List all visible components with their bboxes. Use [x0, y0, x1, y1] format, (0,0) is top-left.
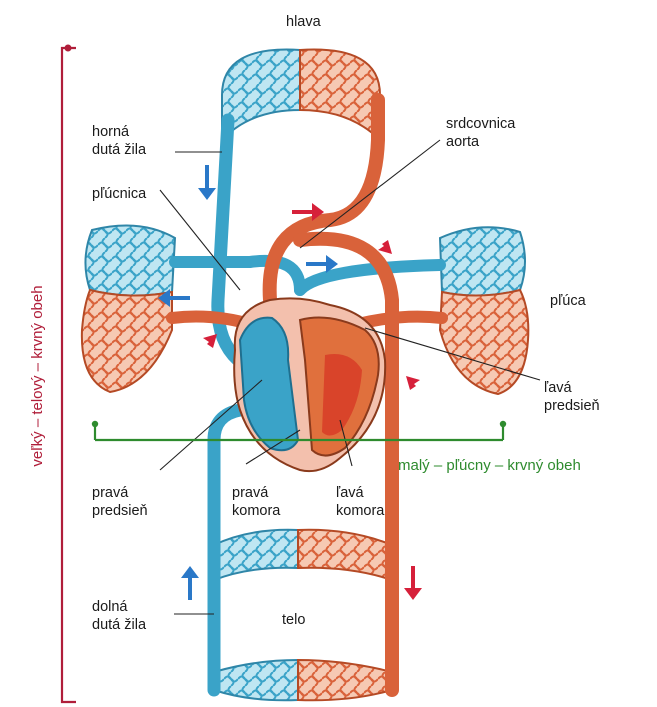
- left-lung: [82, 226, 175, 393]
- label-head: hlava: [286, 14, 322, 30]
- head-capillaries: [222, 50, 380, 140]
- arrow-blue-down: [198, 165, 216, 200]
- arrow-red-up-right: [193, 334, 217, 358]
- arrow-blue-up: [181, 566, 199, 600]
- body-capillaries-lower: [214, 660, 392, 700]
- label-pulmonary-artery: pľúcnica: [92, 186, 147, 202]
- arrow-red-up-left: [406, 376, 430, 400]
- systemic-circulation-label: veľký – telový – krvný obeh: [29, 285, 46, 466]
- pulmonary-circulation-label: malý – pľúcny – krvný obeh: [398, 457, 581, 474]
- label-body: telo: [282, 612, 305, 628]
- right-lung: [440, 227, 528, 394]
- systemic-circulation-bracket: [62, 45, 76, 703]
- label-lungs: pľúca: [550, 293, 587, 309]
- body-capillaries-upper: [214, 530, 392, 580]
- arrow-red-down: [404, 566, 422, 600]
